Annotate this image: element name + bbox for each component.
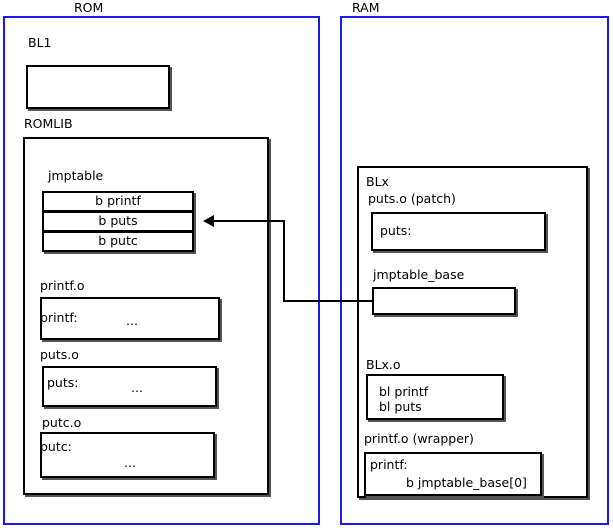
rom-region <box>3 16 320 525</box>
ram-region-label: RAM <box>352 0 380 15</box>
romlib-printf-body: ... <box>126 313 138 328</box>
ram-region <box>340 16 609 525</box>
blx-puts-patch-label: puts.o (patch) <box>368 191 456 206</box>
romlib-puts-o-label: puts.o <box>40 347 79 362</box>
romlib-puts-symbol: puts: <box>47 375 79 390</box>
romlib-putc-body: ... <box>124 455 136 470</box>
blx-puts-patch-symbol: puts: <box>380 223 412 238</box>
connector-segment-horizontal-lower <box>283 300 373 302</box>
connector-segment-vertical <box>283 220 285 302</box>
printf-wrapper-symbol: printf: <box>370 457 408 472</box>
bl1-box <box>26 65 170 109</box>
jmptable-label: jmptable <box>48 168 104 183</box>
blx-o-line-1: bl printf <box>379 384 429 399</box>
romlib-puts-o-box <box>42 366 217 407</box>
romlib-putc-o-box <box>40 432 215 478</box>
blx-o-box <box>366 374 504 420</box>
blx-label: BLx <box>366 174 389 189</box>
romlib-printf-o-label: printf.o <box>40 278 85 293</box>
jmptable-entry-1-text: b puts <box>98 213 138 228</box>
blx-puts-patch-box <box>371 212 546 251</box>
romlib-putc-o-label: putc.o <box>42 415 82 430</box>
printf-wrapper-box <box>364 452 542 496</box>
romlib-printf-o-box <box>40 297 220 340</box>
jmptable-entry-2 <box>42 231 194 252</box>
romlib-label: ROMLIB <box>24 116 73 131</box>
connector-arrowhead-icon <box>203 215 214 227</box>
romlib-puts-body: ... <box>131 380 143 395</box>
romlib-printf-symbol: printf: <box>40 310 78 325</box>
romlib-putc-symbol: putc: <box>40 439 72 454</box>
jmptable-base-label: jmptable_base <box>373 267 465 282</box>
jmptable-base-box <box>372 287 516 315</box>
jmptable-entry-0-text: b printf <box>95 193 141 208</box>
rom-region-label: ROM <box>74 0 104 15</box>
printf-wrapper-label: printf.o (wrapper) <box>364 431 474 446</box>
printf-wrapper-instruction: b jmptable_base[0] <box>406 475 527 490</box>
bl1-label: BL1 <box>28 35 52 50</box>
blx-o-line-2: bl puts <box>379 399 422 414</box>
jmptable-entry-2-text: b putc <box>98 233 138 248</box>
connector-segment-horizontal-upper <box>214 220 284 222</box>
blx-o-label: BLx.o <box>366 357 401 372</box>
